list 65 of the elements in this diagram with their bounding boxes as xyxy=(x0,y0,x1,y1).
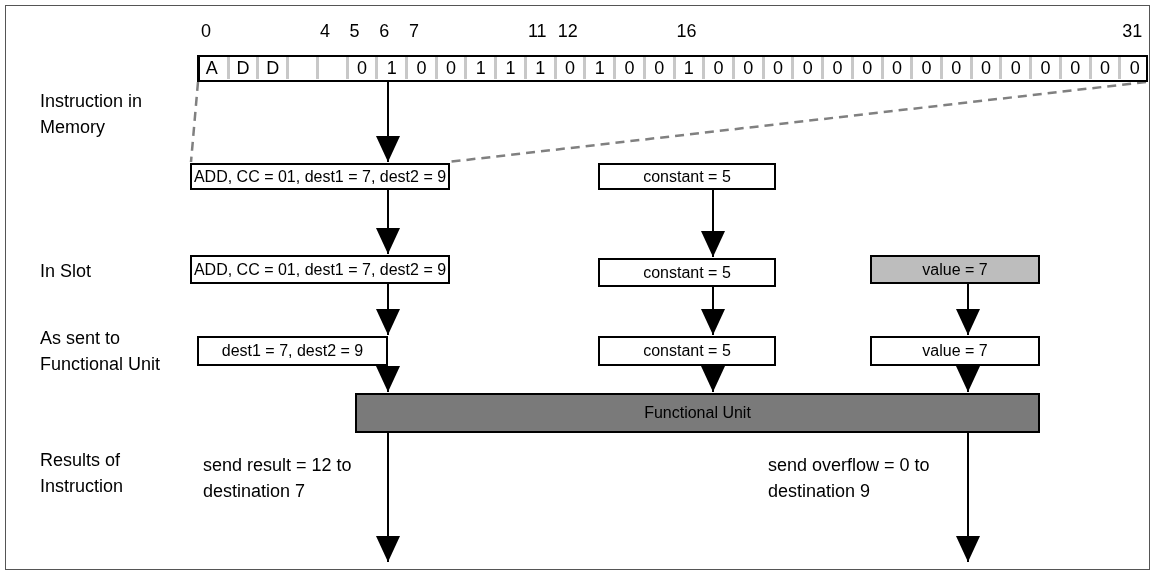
edge-label: send result = 12 to destination 7 xyxy=(203,454,353,503)
bit-value: 0 xyxy=(553,57,584,79)
bit-value: 0 xyxy=(434,57,465,79)
bit-number: 16 xyxy=(676,20,697,43)
instruction-word-bar xyxy=(197,55,1148,82)
bit-number: 5 xyxy=(349,20,360,43)
field-box: ADD, CC = 01, dest1 = 7, dest2 = 9 xyxy=(190,255,450,284)
arrow xyxy=(956,283,980,336)
arrow xyxy=(376,81,400,163)
bit-value: 0 xyxy=(791,57,822,79)
arrow xyxy=(376,283,400,336)
field-box: dest1 = 7, dest2 = 9 xyxy=(197,336,388,366)
bit-number: 12 xyxy=(557,20,578,43)
arrow xyxy=(701,365,725,393)
row-label: As sent to Functional Unit xyxy=(40,327,162,376)
bit-value: 0 xyxy=(613,57,643,79)
bit-value: 0 xyxy=(405,57,435,79)
arrow xyxy=(376,365,400,393)
bit-value: 0 xyxy=(939,57,970,79)
bit-value: D xyxy=(226,57,257,79)
row-label: Results of Instruction xyxy=(40,449,125,498)
bit-value: 0 xyxy=(731,57,762,79)
arrow xyxy=(956,432,980,563)
bit-value: 0 xyxy=(702,57,732,79)
bit-value: 1 xyxy=(583,57,614,79)
field-box: value = 7 xyxy=(870,336,1040,366)
bit-value: 0 xyxy=(1029,57,1059,79)
bit-number: 7 xyxy=(409,20,420,43)
bit-value: 1 xyxy=(494,57,524,79)
field-box: value = 7 xyxy=(870,255,1040,284)
bit-number: 6 xyxy=(379,20,390,43)
bit-value: 0 xyxy=(761,57,792,79)
bit-value: 0 xyxy=(969,57,1000,79)
field-box: constant = 5 xyxy=(598,258,776,287)
bit-value: 0 xyxy=(910,57,940,79)
bit-value: 0 xyxy=(1058,57,1089,79)
bit-value: 0 xyxy=(880,57,911,79)
arrow xyxy=(376,432,400,563)
bit-number: 11 xyxy=(527,20,547,43)
bit-value: 0 xyxy=(1118,57,1148,79)
bit-value: A xyxy=(204,57,219,79)
arrow xyxy=(701,286,725,336)
row-label: Instruction in Memory xyxy=(40,90,144,139)
bit-number: 0 xyxy=(201,20,211,43)
bit-value: 0 xyxy=(850,57,881,79)
field-box: ADD, CC = 01, dest1 = 7, dest2 = 9 xyxy=(190,163,450,190)
arrow xyxy=(376,189,400,255)
bit-value: 0 xyxy=(642,57,673,79)
bit-value: 1 xyxy=(672,57,703,79)
zoom-line xyxy=(189,81,200,163)
bit-value: 1 xyxy=(523,57,554,79)
arrow xyxy=(956,365,980,393)
bit-value: 1 xyxy=(375,57,406,79)
bit-number: 4 xyxy=(319,20,330,43)
bit-number: 31 xyxy=(1122,20,1143,43)
functional-unit-box: Functional Unit xyxy=(355,393,1040,433)
field-box: constant = 5 xyxy=(598,163,776,190)
arrow xyxy=(701,189,725,258)
bit-value: 0 xyxy=(821,57,851,79)
bit-value: 0 xyxy=(345,57,376,79)
field-box: constant = 5 xyxy=(598,336,776,366)
bit-value: 0 xyxy=(1088,57,1119,79)
edge-label: send overflow = 0 to destination 9 xyxy=(768,454,931,503)
bit-value: 0 xyxy=(999,57,1030,79)
bit-value: 1 xyxy=(464,57,495,79)
